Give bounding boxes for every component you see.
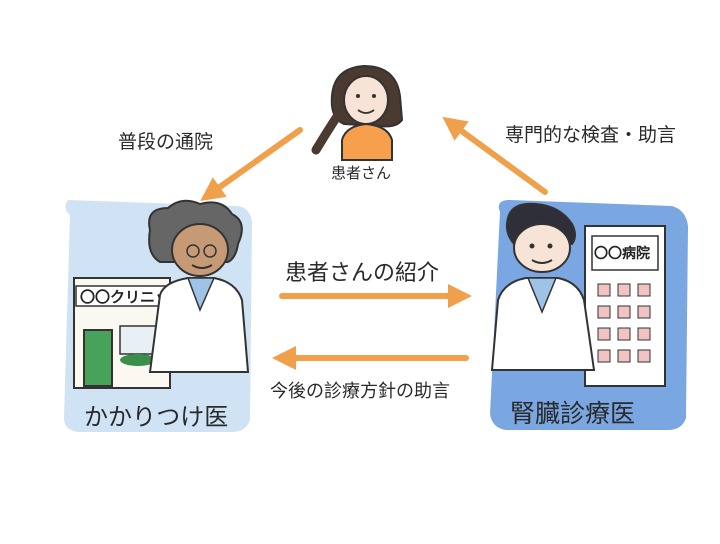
- regular-visit-label: 普段の通院: [118, 131, 214, 153]
- clinic-door: [83, 329, 113, 387]
- hospital-building: 〇〇病院: [584, 225, 666, 387]
- referral-label: 患者さんの紹介: [285, 261, 440, 286]
- family-doctor-label: かかりつけ医: [84, 403, 229, 431]
- family-doctor-figure: [148, 199, 250, 373]
- clinic-window: [119, 325, 157, 355]
- kidney-specialist-label: 腎臓診療医: [510, 399, 636, 428]
- kidney-specialist-figure: [490, 202, 596, 371]
- arrow-specialist-exam: [442, 116, 548, 195]
- treatment-advice-label: 今後の診療方針の助言: [270, 381, 450, 402]
- specialist-exam-label: 専門的な検査・助言: [505, 124, 677, 146]
- arrow-regular-visit: [200, 127, 303, 201]
- patient-label: 患者さん: [331, 164, 392, 182]
- hospital-sign: 〇〇病院: [594, 245, 650, 262]
- patient-figure: [311, 64, 404, 161]
